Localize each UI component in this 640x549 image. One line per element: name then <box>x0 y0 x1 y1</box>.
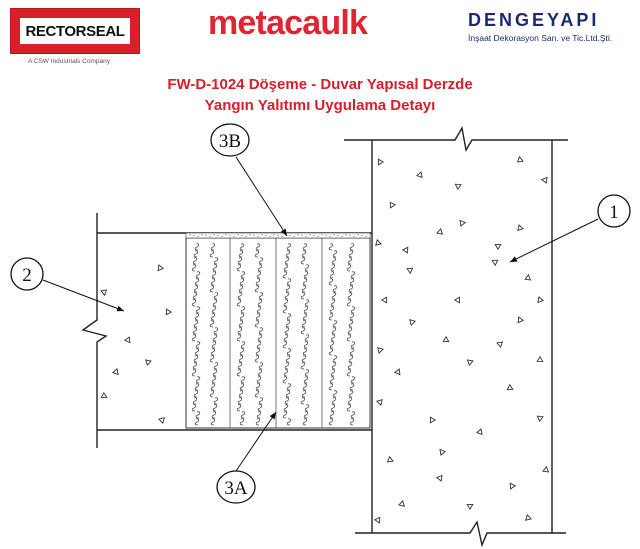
callout-1-circle <box>597 194 631 228</box>
title-line-1: FW-D-1024 Döşeme - Duvar Yapısal Derzde <box>167 76 473 93</box>
mineral-wool-packing <box>185 237 371 429</box>
dengeyapi-logo: DENGEYAPI İnşaat Dekorasyon San. ve Tic.… <box>468 10 612 43</box>
rectorseal-logo-panel: RECTORSEAL <box>20 18 130 44</box>
dengeyapi-logo-subtitle: İnşaat Dekorasyon San. ve Tic.Ltd.Şti. <box>468 33 613 43</box>
concrete-aggregate-marks <box>100 155 550 524</box>
leader-lines <box>42 156 599 472</box>
callout-3a-label: 3A <box>224 478 248 499</box>
rectorseal-logo-frame: RECTORSEAL <box>10 8 140 54</box>
callout-3b-circle <box>210 123 250 157</box>
rectorseal-logo: RECTORSEAL <box>10 8 140 56</box>
callout-1-label: 1 <box>609 202 619 223</box>
leader-line-2 <box>42 279 125 312</box>
metacaulk-logo: metacaulk <box>208 4 368 42</box>
callout-2-circle <box>10 257 44 291</box>
leader-line-3a <box>235 411 277 472</box>
callout-2: 2 <box>10 257 44 291</box>
callout-3b-label: 3B <box>219 131 241 152</box>
callout-1: 1 <box>597 194 631 228</box>
leader-line-3b <box>235 156 288 237</box>
callout-3a-circle <box>216 470 256 504</box>
rectorseal-logo-text: RECTORSEAL <box>25 23 125 40</box>
firestop-sealant-layer <box>185 232 371 239</box>
leader-line-1 <box>509 218 599 263</box>
callout-3b: 3B <box>210 123 250 157</box>
dengeyapi-logo-name: DENGEYAPI <box>468 10 600 30</box>
callout-2-label: 2 <box>22 265 32 286</box>
title-line-2: Yangın Yalıtımı Uygulama Detayı <box>204 97 436 114</box>
concrete-wall <box>344 126 568 548</box>
page-title: FW-D-1024 Döşeme - Duvar Yapısal Derzde … <box>0 74 640 116</box>
callout-3a: 3A <box>216 470 256 504</box>
rectorseal-tagline: A CSW Industrials Company <box>28 58 111 65</box>
